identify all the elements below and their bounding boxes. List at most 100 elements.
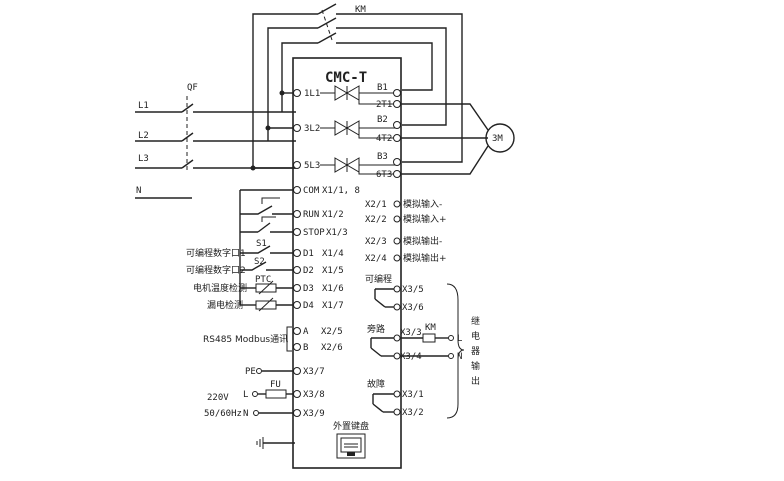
terminal-x3-9 [293, 409, 301, 417]
d3-description: 电机温度检测 [193, 282, 247, 294]
n-label: N [136, 186, 141, 196]
analog-code-3: X2/4 [365, 254, 387, 264]
terminal-b1 [393, 89, 401, 97]
s1-label: S1 [256, 239, 267, 249]
rs485-description: RS485 Modbus通讯 [203, 334, 288, 345]
ptc-label: PTC [255, 275, 271, 285]
n-supply-label: N [243, 409, 248, 419]
terminal-b-code: X2/6 [321, 343, 343, 353]
d4-description: 漏电检测 [207, 299, 243, 311]
frequency-label: 50/60Hz [204, 409, 242, 419]
l3-label: L3 [138, 154, 149, 164]
terminal-5l3 [293, 161, 301, 169]
ground-icon [256, 437, 295, 449]
fuse-symbol [265, 389, 287, 399]
pe-label: PE [245, 367, 256, 377]
qf-label: QF [187, 83, 198, 93]
terminal-run-label: RUN [303, 210, 319, 220]
terminal-d2-code: X1/5 [322, 266, 344, 276]
terminal-6t3 [393, 170, 401, 178]
terminal-run [293, 210, 301, 218]
analog-code-2: X2/3 [365, 237, 387, 247]
terminal-d4 [293, 301, 301, 309]
terminal-d1-label: D1 [303, 249, 314, 259]
thyristor-modules: 1L1 B1 2T1 3L2 B2 4T2 5L3 B3 6T3 [293, 83, 401, 180]
rs485-port: A X2/5 B X2/6 RS485 Modbus通讯 [203, 326, 343, 353]
terminal-4t2-label: 4T2 [376, 134, 392, 144]
terminal-6t3-label: 6T3 [376, 170, 392, 180]
relay-code-x3-4: X3/4 [400, 352, 422, 362]
control-power: X3/7 PE X3/8 L FU X3/9 220V 50/60Hz N [204, 367, 325, 449]
relay-code-x3-1: X3/1 [402, 390, 424, 400]
terminal-x3-7-code: X3/7 [303, 367, 325, 377]
terminal-b3-label: B3 [377, 152, 388, 162]
terminal-3l2-label: 3L2 [304, 124, 320, 134]
terminal-5l3-label: 5L3 [304, 161, 320, 171]
analog-label-3: 模拟输出+ [403, 252, 447, 264]
device-model-title: CMC-T [325, 70, 367, 86]
l2-label: L2 [138, 131, 149, 141]
terminal-d2 [293, 266, 301, 274]
relay-outputs: 可编程 X3/5 X3/6 旁路 X3/3 X3/4 L KM N 故障 [365, 273, 480, 419]
terminal-x3-7 [293, 367, 301, 375]
relay-code-x3-3: X3/3 [400, 328, 422, 338]
motor-label: 3M [492, 134, 503, 144]
fuse-label: FU [270, 380, 281, 390]
terminal-4t2 [393, 134, 401, 142]
relay-code-x3-2: X3/2 [402, 408, 424, 418]
terminal-x3-9-code: X3/9 [303, 409, 325, 419]
terminal-d1-code: X1/4 [322, 249, 344, 259]
terminal-com-label: COM [303, 186, 320, 196]
terminal-b-label: B [303, 343, 308, 353]
analog-code-0: X2/1 [365, 200, 387, 210]
km-coil-label: KM [425, 323, 436, 333]
relay-n-label: N [457, 352, 462, 362]
terminal-com-code: X1/1, 8 [322, 186, 360, 196]
relay-programmable-label: 可编程 [365, 273, 392, 285]
relay-bypass-label: 旁路 [367, 323, 385, 335]
relay-group-brace [446, 283, 465, 419]
keypad-label: 外置键盘 [333, 420, 369, 432]
terminal-b3 [393, 158, 401, 166]
analog-label-2: 模拟输出- [403, 235, 442, 247]
terminal-d3 [293, 284, 301, 292]
left-control-terminals: COM X1/1, 8 RUN X1/2 STOP X1/3 D1 X1/4 可… [186, 186, 360, 312]
terminal-1l1-label: 1L1 [304, 89, 320, 99]
terminal-2t1 [393, 100, 401, 108]
analog-code-1: X2/2 [365, 215, 387, 225]
terminal-3l2 [293, 124, 301, 132]
terminal-d4-label: D4 [303, 301, 314, 311]
terminal-x3-8-code: X3/8 [303, 390, 325, 400]
relay-group-char-0: 继 [471, 315, 480, 327]
terminal-x3-8 [293, 390, 301, 398]
terminal-stop-label: STOP [303, 228, 325, 238]
relay-fault-label: 故障 [367, 378, 385, 390]
terminal-b1-label: B1 [377, 83, 388, 93]
terminal-2t1-label: 2T1 [376, 100, 392, 110]
l1-label: L1 [138, 101, 149, 111]
relay-code-x3-5: X3/5 [402, 285, 424, 295]
km-label: KM [355, 5, 366, 15]
analog-io: X2/1 模拟输入- X2/2 模拟输入+ X2/3 模拟输出- X2/4 模拟… [365, 198, 447, 264]
d1-description: 可编程数字口1 [186, 247, 246, 259]
relay-group-char-3: 输 [471, 360, 480, 372]
terminal-a-code: X2/5 [321, 327, 343, 337]
terminal-com [293, 186, 301, 194]
relay-group-char-1: 电 [471, 330, 480, 342]
cmc-t-device-box [292, 57, 402, 469]
terminal-d4-code: X1/7 [322, 301, 344, 311]
terminal-stop-code: X1/3 [326, 228, 348, 238]
analog-label-1: 模拟输入+ [403, 213, 447, 225]
km-coil [422, 333, 436, 343]
mains-input: L1 L2 L3 N QF [135, 83, 296, 199]
motor: 3M [401, 103, 515, 175]
terminal-stop [293, 228, 301, 236]
terminal-1l1 [293, 89, 301, 97]
voltage-label: 220V [207, 393, 229, 403]
km-contactor-bypass: KM [252, 3, 463, 168]
terminal-a [293, 327, 301, 335]
terminal-d3-code: X1/6 [322, 284, 344, 294]
terminal-d1 [293, 249, 301, 257]
terminal-b [293, 343, 301, 351]
